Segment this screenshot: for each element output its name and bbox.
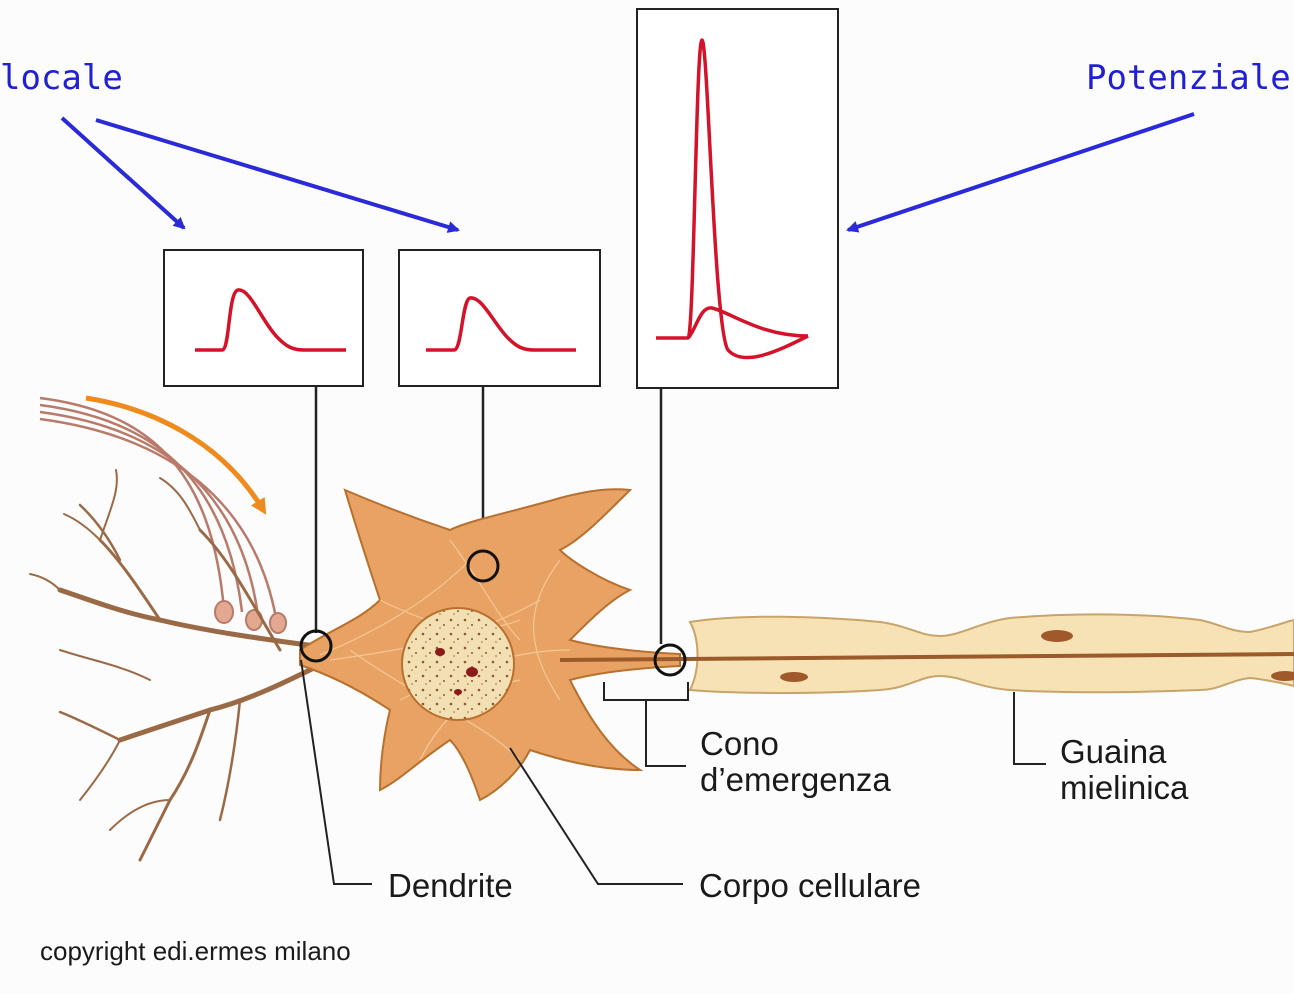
nucleus	[402, 608, 514, 720]
leader-dendrite	[301, 660, 372, 884]
local-potential-label: locale	[0, 58, 123, 98]
leader-myelin-sheath	[1014, 692, 1046, 764]
local-potential-arrows	[62, 118, 458, 230]
arrow-to-action-potential-trace	[848, 114, 1194, 230]
recording-box-soma	[399, 250, 600, 386]
action-potential-label: Potenziale	[1086, 58, 1291, 98]
arrow-to-dendrite-trace	[62, 118, 184, 228]
myelin-sheath-label: Guaina mielinica	[1060, 734, 1188, 806]
axon-hillock-label: Cono d’emergenza	[700, 726, 891, 798]
synaptic-terminals	[215, 601, 286, 633]
leader-cell-body	[510, 748, 683, 884]
dendrite-label: Dendrite	[388, 868, 513, 904]
arrow-to-soma-trace	[96, 120, 458, 230]
dendritic-tree	[30, 470, 330, 860]
recording-box-dendrite	[164, 250, 363, 386]
signal-direction-arrow	[86, 398, 262, 508]
cell-body-label: Corpo cellulare	[699, 868, 921, 904]
bracket-axon-hillock	[604, 682, 688, 700]
leader-axon-hillock	[646, 700, 686, 766]
copyright-notice: copyright edi.ermes milano	[40, 936, 351, 967]
recording-box-axon-hillock	[637, 9, 838, 388]
